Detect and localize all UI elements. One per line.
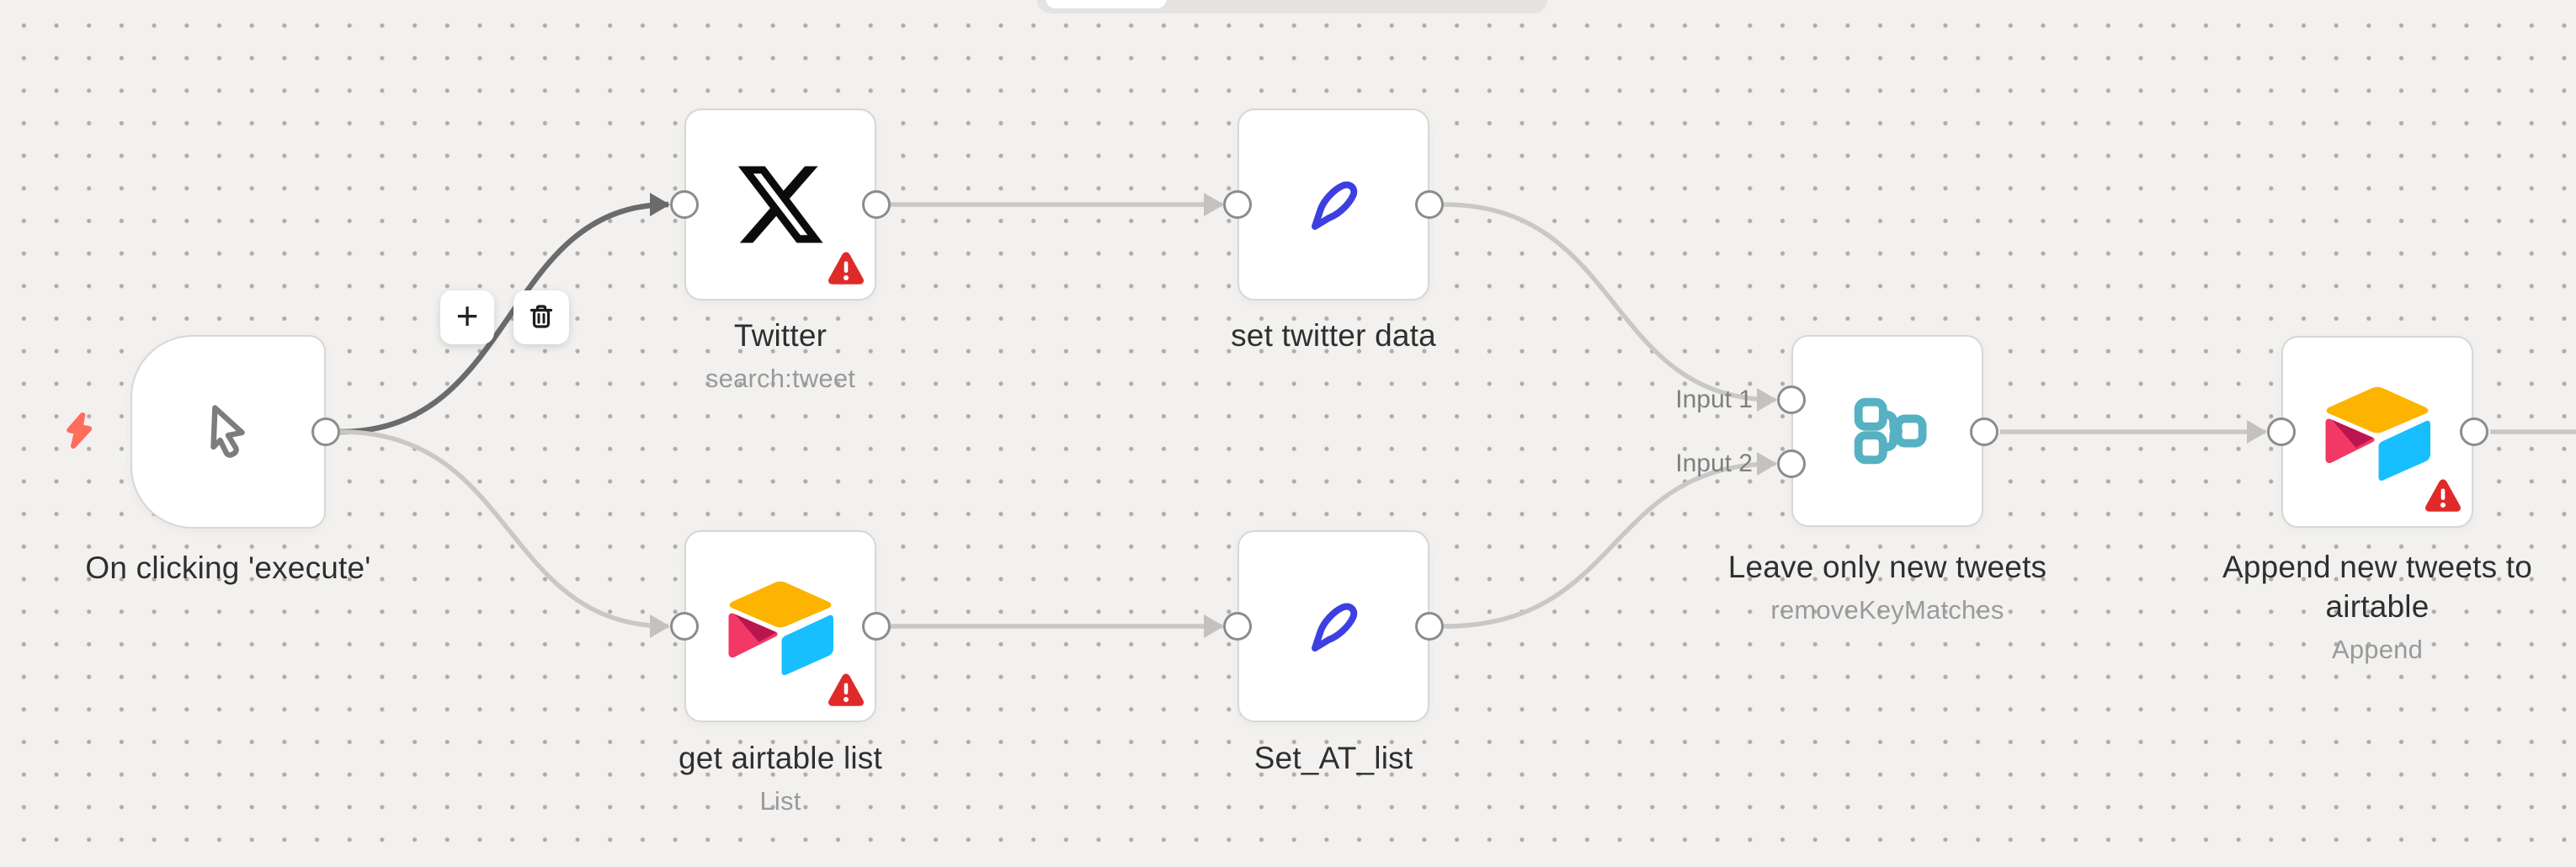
node-title: Leave only new tweets xyxy=(1727,550,2047,584)
lightning-bolt-icon xyxy=(67,412,93,449)
node-on-clicking-execute[interactable] xyxy=(130,335,326,529)
pencil-icon xyxy=(1312,603,1358,652)
merge-input1-label: Input 1 xyxy=(1675,386,1753,413)
warning-triangle-icon xyxy=(828,252,864,285)
node-twitter[interactable] xyxy=(684,109,876,301)
node-label-twitter: Twitter search:tweet xyxy=(528,316,1033,395)
arrowhead-get-airtable-input xyxy=(650,614,670,638)
set-at-list-input-port[interactable] xyxy=(1223,612,1252,641)
warning-triangle-icon xyxy=(828,673,864,706)
node-title: set twitter data xyxy=(1231,318,1436,353)
node-title: On clicking 'execute' xyxy=(85,551,371,585)
append-input-port[interactable] xyxy=(2267,418,2296,446)
node-get-airtable-list[interactable] xyxy=(684,530,876,722)
connection-trigger-to-get-airtable[interactable] xyxy=(339,429,669,629)
node-label-set-at-list: Set_AT_list xyxy=(1081,738,1586,778)
set-twitter-data-output-port[interactable] xyxy=(1415,190,1444,219)
node-label-trigger: On clicking 'execute' xyxy=(0,548,481,588)
node-subtitle: removeKeyMatches xyxy=(1770,595,2004,625)
trigger-output-port[interactable] xyxy=(311,418,340,446)
merge-output-port[interactable] xyxy=(1970,418,1999,446)
node-label-set-twitter-data: set twitter data xyxy=(1081,316,1586,355)
arrowhead-set-at-list-input xyxy=(1204,614,1224,638)
plus-icon: + xyxy=(455,294,479,338)
node-subtitle: Append xyxy=(2331,635,2424,664)
top-toolbar-button[interactable] xyxy=(1046,0,1167,8)
arrowhead-set-twitter-data-input xyxy=(1204,193,1224,216)
node-subtitle: List xyxy=(759,786,801,816)
merge-input2-port[interactable] xyxy=(1777,449,1806,478)
node-set-at-list[interactable] xyxy=(1237,530,1429,722)
airtable-icon xyxy=(2325,386,2430,481)
delete-connection-button[interactable] xyxy=(514,290,569,344)
append-output-port[interactable] xyxy=(2460,418,2488,446)
get-airtable-list-output-port[interactable] xyxy=(862,612,891,641)
node-title: Twitter xyxy=(733,318,828,353)
pencil-icon xyxy=(1312,181,1358,230)
set-twitter-data-input-port[interactable] xyxy=(1223,190,1252,219)
set-at-list-output-port[interactable] xyxy=(1415,612,1444,641)
node-label-get-airtable-list: get airtable list List xyxy=(528,738,1033,817)
trash-icon xyxy=(530,305,553,328)
arrowhead-merge-input2 xyxy=(1757,452,1777,476)
get-airtable-list-input-port[interactable] xyxy=(670,612,699,641)
arrowhead-merge-input1 xyxy=(1757,388,1777,412)
node-title: get airtable list xyxy=(679,741,882,775)
connection-trigger-to-twitter[interactable] xyxy=(339,201,669,435)
cursor-icon xyxy=(210,405,245,458)
airtable-icon xyxy=(728,581,833,676)
warning-triangle-icon xyxy=(2425,479,2461,512)
top-toolbar-remnant[interactable] xyxy=(1037,0,1547,13)
x-logo-icon xyxy=(737,166,823,243)
twitter-input-port[interactable] xyxy=(670,190,699,219)
node-subtitle: search:tweet xyxy=(705,364,856,393)
merge-input1-port[interactable] xyxy=(1777,386,1806,414)
arrowhead-append-input xyxy=(2247,420,2267,444)
arrowhead-twitter-input xyxy=(650,193,670,216)
twitter-output-port[interactable] xyxy=(862,190,891,219)
node-leave-only-new-tweets[interactable] xyxy=(1791,335,1983,527)
connection-set-at-list-to-merge[interactable] xyxy=(1443,461,1776,629)
node-append-new-tweets[interactable] xyxy=(2281,336,2473,528)
merge-icon xyxy=(1854,397,1927,465)
node-set-twitter-data[interactable] xyxy=(1237,109,1429,301)
merge-input2-label: Input 2 xyxy=(1675,449,1753,477)
node-label-merge: Leave only new tweets removeKeyMatches xyxy=(1635,547,2140,626)
connection-set-twitter-data-to-merge[interactable] xyxy=(1443,202,1776,402)
node-title: Append new tweets to airtable xyxy=(2222,550,2533,624)
node-title: Set_AT_list xyxy=(1253,741,1413,775)
add-node-on-connection-button[interactable]: + xyxy=(440,290,494,344)
node-label-append: Append new tweets to airtable Append xyxy=(2167,547,2576,666)
